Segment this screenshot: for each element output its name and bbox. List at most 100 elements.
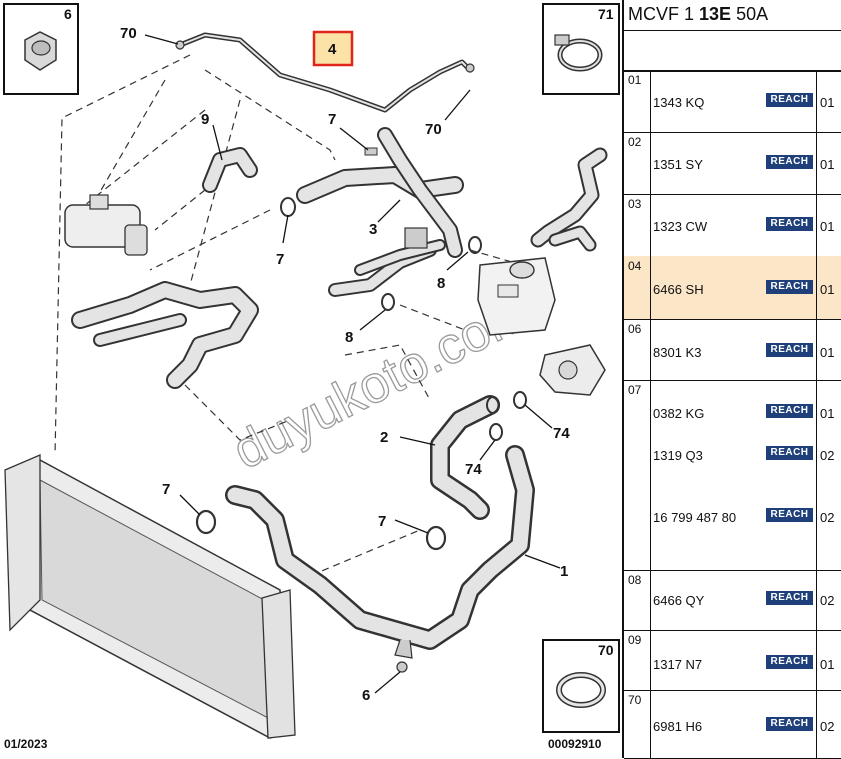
inset-box-71: 71 (542, 3, 620, 95)
part-3-hose (296, 127, 464, 297)
parts-diagram: duyukoto.com (3, 3, 620, 751)
part-reference[interactable]: 1319 Q3 (653, 448, 703, 463)
quantity: 02 (820, 719, 835, 734)
column-divider (816, 570, 817, 630)
part-9-hose (202, 147, 258, 193)
part-reference[interactable]: 1317 N7 (653, 657, 703, 672)
title-bold: 13E (699, 4, 732, 24)
row-code: 01 (628, 73, 642, 87)
part-reference[interactable]: 1323 CW (653, 219, 708, 234)
part-reference[interactable]: 6466 QY (653, 593, 705, 608)
part-line[interactable]: 6466 SH REACH 01 (624, 279, 841, 299)
part-line[interactable]: 0382 KG REACH 01 (624, 403, 841, 423)
column-divider (650, 256, 651, 319)
column-divider (650, 319, 651, 380)
clamps (175, 40, 527, 673)
column-divider (650, 194, 651, 256)
parts-row-02[interactable]: 02 1351 SY REACH 01 (624, 132, 841, 195)
quantity: 01 (820, 406, 835, 421)
reach-badge: REACH (766, 217, 813, 231)
reach-badge: REACH (766, 446, 813, 460)
part-reference[interactable]: 1343 KQ (653, 95, 705, 110)
quantity: 01 (820, 657, 835, 672)
parts-row-03[interactable]: 03 1323 CW REACH 01 (624, 194, 841, 257)
callout-7-top: 7 (328, 111, 336, 128)
column-divider (816, 132, 817, 194)
row-code: 02 (628, 135, 642, 149)
column-divider (816, 380, 817, 570)
part-line[interactable]: 1351 SY REACH 01 (624, 154, 841, 174)
part-line[interactable]: 6981 H6 REACH 02 (624, 716, 841, 736)
column-divider (650, 132, 651, 194)
column-divider (650, 570, 651, 630)
callout-74-right: 74 (553, 425, 570, 442)
callout-1: 1 (560, 563, 568, 580)
quantity: 01 (820, 157, 835, 172)
part-line[interactable]: 1323 CW REACH 01 (624, 216, 841, 236)
reach-badge: REACH (766, 155, 813, 169)
column-divider (650, 690, 651, 758)
nut-icon (24, 31, 57, 71)
quantity: 01 (820, 219, 835, 234)
reach-badge: REACH (766, 591, 813, 605)
part-reference[interactable]: 1351 SY (653, 157, 703, 172)
quantity: 01 (820, 345, 835, 360)
column-divider (816, 256, 817, 319)
callout-8-left: 8 (345, 329, 353, 346)
column-divider (816, 690, 817, 758)
column-divider (816, 319, 817, 380)
column-divider (816, 70, 817, 132)
leader-lines (144, 34, 561, 694)
parts-row-06[interactable]: 06 8301 K3 REACH 01 (624, 319, 841, 381)
part-reference[interactable]: 0382 KG (653, 406, 705, 421)
quantity: 01 (820, 95, 835, 110)
part-line[interactable]: 8301 K3 REACH 01 (624, 342, 841, 362)
part-reference[interactable]: 16 799 487 80 (653, 510, 737, 525)
part-reference[interactable]: 6466 SH (653, 282, 704, 297)
callout-9: 9 (201, 111, 209, 128)
callout-6: 6 (362, 687, 370, 704)
reach-badge: REACH (766, 343, 813, 357)
quantity: 02 (820, 510, 835, 525)
reach-badge: REACH (766, 280, 813, 294)
reach-badge: REACH (766, 717, 813, 731)
column-divider (816, 630, 817, 690)
title-suffix: 50A (736, 4, 769, 24)
inset-box-6: 6 (3, 3, 79, 95)
row-code: 07 (628, 383, 642, 397)
part-4-pipe (177, 32, 473, 113)
callout-70-top-left: 70 (120, 25, 137, 42)
row-code: 06 (628, 322, 642, 336)
title-prefix: MCVF 1 (628, 4, 695, 24)
callout-4-highlight-box (312, 30, 354, 67)
part-reference[interactable]: 6981 H6 (653, 719, 703, 734)
diagram-number: 00092910 (548, 737, 602, 751)
reach-badge: REACH (766, 404, 813, 418)
column-divider (650, 630, 651, 690)
callout-4: 4 (328, 41, 337, 58)
heater-cylinder (64, 194, 148, 256)
callout-7-mid: 7 (276, 251, 284, 268)
panel-header: MCVF 1 13E 50A (624, 0, 841, 31)
callout-74-mid: 74 (465, 461, 482, 478)
part-reference[interactable]: 8301 K3 (653, 345, 702, 360)
panel-subheader (624, 30, 841, 72)
quantity: 01 (820, 282, 835, 297)
thermostat-housing (539, 344, 606, 396)
spring-clip-icon (556, 672, 606, 708)
part-2-hose (430, 395, 500, 520)
diagram-date: 01/2023 (4, 737, 48, 751)
row-code: 03 (628, 197, 642, 211)
